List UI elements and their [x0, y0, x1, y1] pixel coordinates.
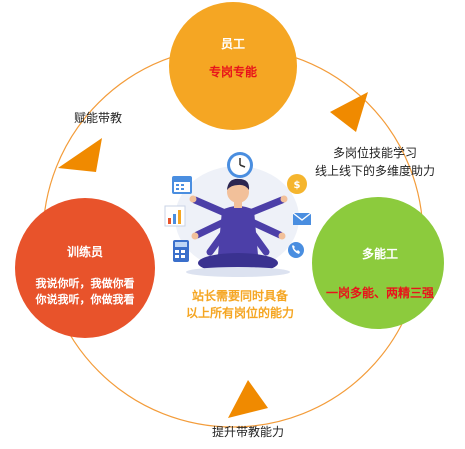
calendar-icon [172, 176, 192, 194]
node-employee: 员工 专岗专能 [169, 2, 297, 130]
clock-icon [227, 152, 253, 178]
bar-chart-icon [164, 205, 186, 227]
node-trainer-line2: 你说我听，你做我看 [35, 292, 135, 306]
meditating-person [186, 178, 290, 277]
node-employee-subtitle: 专岗专能 [209, 64, 257, 79]
center-caption-line2: 以上所有岗位的能力 [186, 305, 294, 320]
edge-label-left: 赋能带教 [74, 110, 122, 125]
node-trainer: 训练员 我说你听，我做你看 你说我听，你做我看 [15, 198, 155, 338]
edge-label-top-right-2: 线上线下的多维度助力 [315, 163, 435, 178]
node-employee-title: 员工 [221, 37, 245, 51]
coin-icon: $ [287, 174, 307, 194]
calculator-icon [173, 240, 189, 262]
center-illustration: $ [164, 152, 312, 277]
node-employee-circle [169, 2, 297, 130]
arrow-left-icon [58, 138, 102, 172]
phone-icon [288, 242, 304, 258]
node-multiskill-title: 多能工 [362, 246, 398, 261]
arrow-top-right-icon [330, 92, 368, 132]
node-trainer-title: 训练员 [67, 244, 103, 259]
edge-label-bottom: 提升带教能力 [212, 424, 284, 439]
center-caption-line1: 站长需要同时具备 [192, 288, 289, 303]
node-trainer-line1: 我说你听，我做你看 [36, 276, 135, 290]
arrow-bottom-icon [228, 380, 268, 418]
node-multiskill: 多能工 一岗多能、两精三强 [312, 197, 444, 329]
edge-label-top-right-1: 多岗位技能学习 [333, 145, 417, 160]
node-multiskill-subtitle: 一岗多能、两精三强 [326, 285, 434, 300]
mail-icon [292, 212, 312, 225]
node-multiskill-circle [312, 197, 444, 329]
node-trainer-circle [15, 198, 155, 338]
svg-text:$: $ [294, 180, 301, 191]
